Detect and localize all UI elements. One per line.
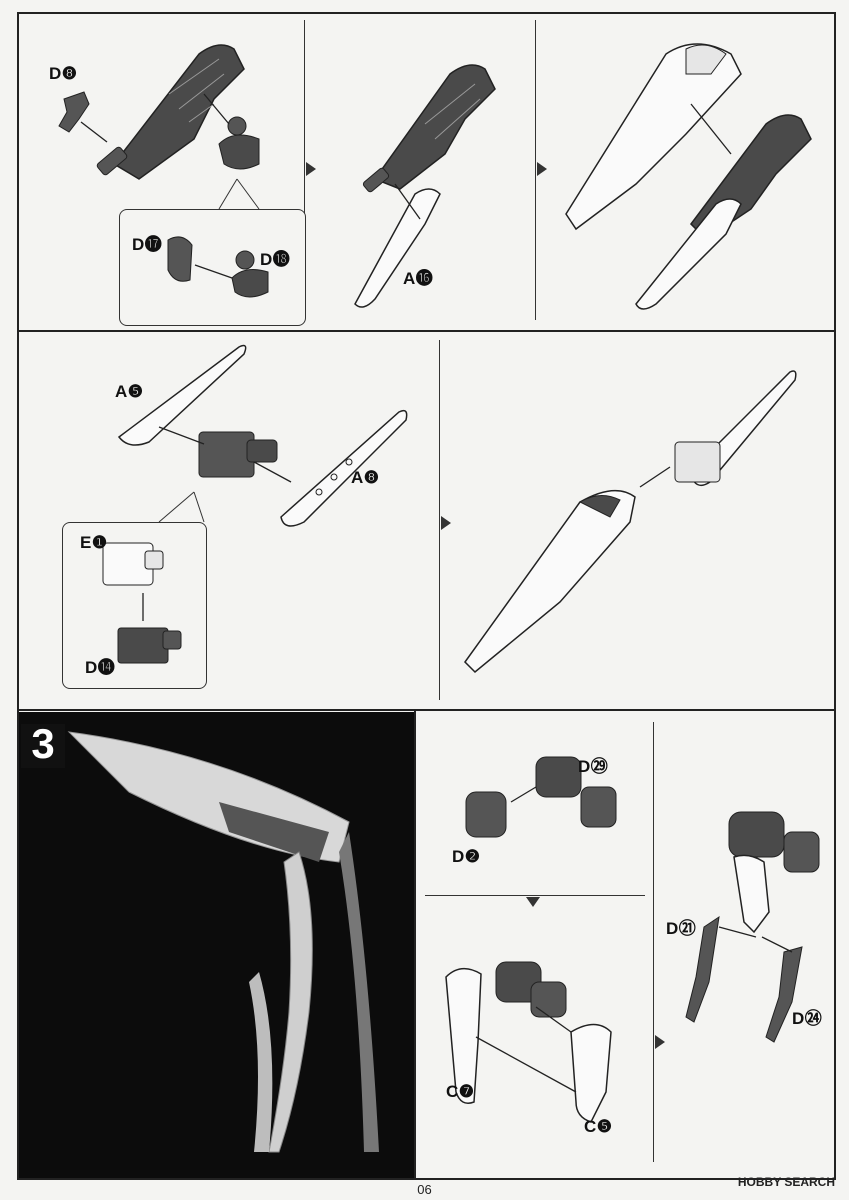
watermark: HOBBY SEARCH — [737, 1175, 835, 1189]
step-number: 3 — [31, 720, 55, 767]
panel-bottom-mid: D㉙ D❷ C❼ C❺ — [416, 712, 653, 1178]
step-arrow-1 — [306, 162, 316, 176]
divider-photo — [414, 710, 416, 1178]
part-label-a5: A❺ — [115, 382, 144, 401]
detail-thruster-parts — [102, 542, 182, 664]
part-label-d14: D⓮ — [85, 658, 116, 677]
panel-mid-left: A❺ A❽ E❶ D⓮ — [19, 332, 439, 709]
part-label-e1: E❶ — [80, 533, 108, 552]
part-label-c7: C❼ — [446, 1082, 475, 1101]
step-arrow-2 — [537, 162, 547, 176]
page-frame — [17, 12, 836, 1180]
step-arrow-4 — [655, 1035, 665, 1049]
step-number-badge — [21, 724, 65, 768]
detail-callout: D⓱ D⓲ — [119, 209, 306, 326]
panel-top-mid: A⓰ — [305, 14, 535, 330]
part-label-d29: D㉙ — [578, 757, 609, 776]
detail-parts-illustration — [167, 236, 269, 298]
step-arrow-3 — [441, 516, 451, 530]
divider-sub — [425, 895, 645, 896]
assembled-thruster-wing-illustration — [464, 370, 797, 674]
page-number: 06 — [417, 1182, 432, 1197]
part-label-c5: C❺ — [584, 1117, 613, 1136]
panel-top-right — [536, 14, 834, 330]
weapon-with-cover-illustration — [354, 64, 496, 308]
arm-assembly-illustration — [685, 811, 820, 1043]
part-label-d2: D❷ — [452, 847, 481, 866]
thruster-assembly-illustration — [117, 344, 408, 527]
part-label-a16: A⓰ — [403, 269, 434, 288]
product-photo — [19, 712, 414, 1178]
panel-mid-right — [440, 332, 834, 709]
part-label-d8: D❽ — [49, 64, 78, 83]
part-label-d17: D⓱ — [132, 235, 163, 254]
divider-col2 — [535, 20, 536, 320]
shoulder-joint-illustration — [445, 756, 617, 1123]
part-label-d24: D㉔ — [792, 1009, 823, 1028]
weapon-assembly-illustration — [58, 44, 260, 210]
part-label-d21: D㉑ — [666, 919, 697, 938]
divider-col1 — [304, 20, 305, 320]
divider-col4 — [653, 722, 654, 1162]
wing-photo-render — [67, 731, 379, 1153]
divider-col3 — [439, 340, 440, 700]
panel-top-left: D❽ D⓱ D⓲ — [19, 14, 306, 330]
part-label-d18: D⓲ — [260, 250, 291, 269]
divider-row2 — [17, 709, 836, 711]
part-label-a8: A❽ — [351, 468, 380, 487]
assembled-wing-illustration — [565, 43, 812, 310]
panel-bottom-right: D㉑ D㉔ — [654, 712, 834, 1178]
detail-callout-2: E❶ D⓮ — [62, 522, 207, 689]
divider-row1 — [17, 330, 836, 332]
